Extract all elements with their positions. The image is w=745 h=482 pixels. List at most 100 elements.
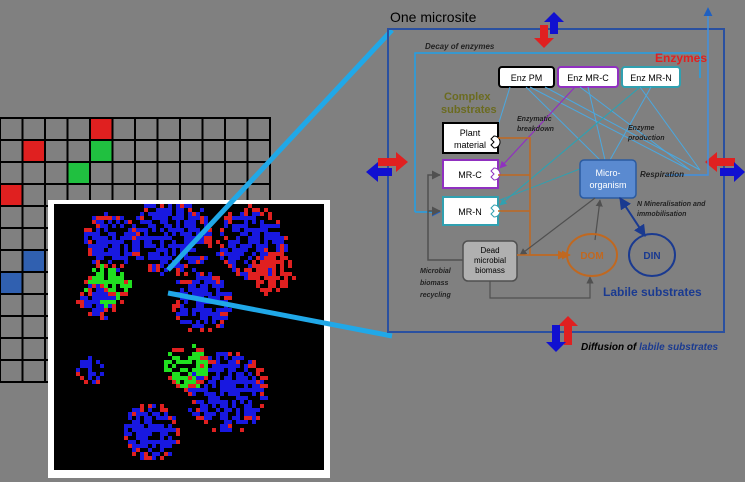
microscopy-pixel [136, 424, 140, 428]
microscopy-pixel [164, 412, 168, 416]
microscopy-pixel [228, 364, 232, 368]
microscopy-pixel [240, 400, 244, 404]
microscopy-pixel [168, 208, 172, 212]
microscopy-pixel [92, 308, 96, 312]
microscopy-pixel [136, 236, 140, 240]
microscopy-pixel [204, 372, 208, 376]
microscopy-pixel [264, 252, 268, 256]
respiration-arrow [665, 7, 713, 176]
microscopy-pixel [96, 232, 100, 236]
microscopy-pixel [184, 204, 188, 208]
microscopy-pixel [112, 272, 116, 276]
microscopy-pixel [108, 292, 112, 296]
grid-cell [224, 117, 249, 141]
microscopy-pixel [104, 244, 108, 248]
microscopy-pixel [224, 252, 228, 256]
microscopy-pixel [168, 440, 172, 444]
microscopy-pixel [268, 284, 272, 288]
microscopy-pixel [248, 264, 252, 268]
microscopy-pixel [256, 368, 260, 372]
microscopy-pixel [232, 268, 236, 272]
microscopy-pixel [176, 224, 180, 228]
microscopy-pixel [248, 272, 252, 276]
microscopy-pixel [220, 364, 224, 368]
microscopy-pixel [108, 280, 112, 284]
grid-cell [0, 293, 24, 317]
microscopy-pixel [260, 384, 264, 388]
microscopy-pixel [260, 368, 264, 372]
microscopy-pixel [208, 292, 212, 296]
microscopy-pixel [248, 244, 252, 248]
microscopy-pixel [244, 212, 248, 216]
microscopy-pixel [88, 284, 92, 288]
microscopy-pixel [172, 216, 176, 220]
microscopy-pixel [176, 312, 180, 316]
microscopy-pixel [156, 424, 160, 428]
microscopy-pixel [180, 268, 184, 272]
microscopy-pixel [100, 264, 104, 268]
microscopy-pixel [232, 228, 236, 232]
microscopy-pixel [84, 228, 88, 232]
microscopy-pixel [212, 320, 216, 324]
microscopy-pixel [232, 364, 236, 368]
complex-heading-2: substrates [441, 104, 497, 116]
microscopy-pixel [192, 280, 196, 284]
microscopy-pixel [108, 260, 112, 264]
microscopy-pixel [248, 360, 252, 364]
microscopy-pixel [168, 360, 172, 364]
microscopy-pixel [112, 276, 116, 280]
microscopy-pixel [204, 232, 208, 236]
microscopy-pixel [108, 304, 112, 308]
microscopy-pixel [200, 312, 204, 316]
microscopy-pixel [240, 224, 244, 228]
microscopy-pixel [196, 384, 200, 388]
microscopy-pixel [224, 380, 228, 384]
microscopy-pixel [168, 204, 172, 208]
grid-cell [0, 117, 24, 141]
microscopy-pixel [284, 244, 288, 248]
microscopy-pixel [252, 360, 256, 364]
microscopy-pixel [100, 364, 104, 368]
microscopy-pixel [232, 256, 236, 260]
microscopy-pixel [80, 292, 84, 296]
grid-cell [89, 161, 114, 185]
microscopy-pixel [160, 236, 164, 240]
microscopy-pixel [120, 280, 124, 284]
microscopy-pixel [128, 444, 132, 448]
microscopy-pixel [208, 416, 212, 420]
microscopy-pixel [260, 396, 264, 400]
microscopy-pixel [132, 440, 136, 444]
microscopy-pixel [228, 260, 232, 264]
dom-label: DOM [580, 251, 603, 262]
microscopy-pixel [164, 368, 168, 372]
microscopy-pixel [164, 452, 168, 456]
microscopy-pixel [224, 420, 228, 424]
microscopy-pixel [112, 304, 116, 308]
microscopy-pixel [264, 208, 268, 212]
microscopy-pixel [216, 400, 220, 404]
plant-material-box [442, 122, 499, 154]
microscopy-pixel [176, 220, 180, 224]
microscopy-pixel [212, 312, 216, 316]
microscopy-pixel [252, 272, 256, 276]
breakdown-label-1: Enzymatic [517, 116, 552, 123]
microscopy-pixel [144, 416, 148, 420]
microscopy-pixel [220, 232, 224, 236]
microscopy-pixel [280, 248, 284, 252]
microscopy-pixel [248, 388, 252, 392]
microscopy-pixel [164, 260, 168, 264]
microscopy-pixel [248, 216, 252, 220]
microscopy-pixel [264, 256, 268, 260]
microscopy-pixel [200, 240, 204, 244]
microscopy-pixel [188, 384, 192, 388]
microscopy-pixel [116, 248, 120, 252]
microscopy-pixel [92, 220, 96, 224]
microscopy-pixel [92, 268, 96, 272]
microscopy-pixel [248, 400, 252, 404]
microscopy-pixel [112, 280, 116, 284]
microscopy-pixel [84, 296, 88, 300]
microscopy-pixel [224, 412, 228, 416]
microscopy-pixel [232, 360, 236, 364]
microscopy-pixel [268, 276, 272, 280]
microscopy-pixel [228, 420, 232, 424]
